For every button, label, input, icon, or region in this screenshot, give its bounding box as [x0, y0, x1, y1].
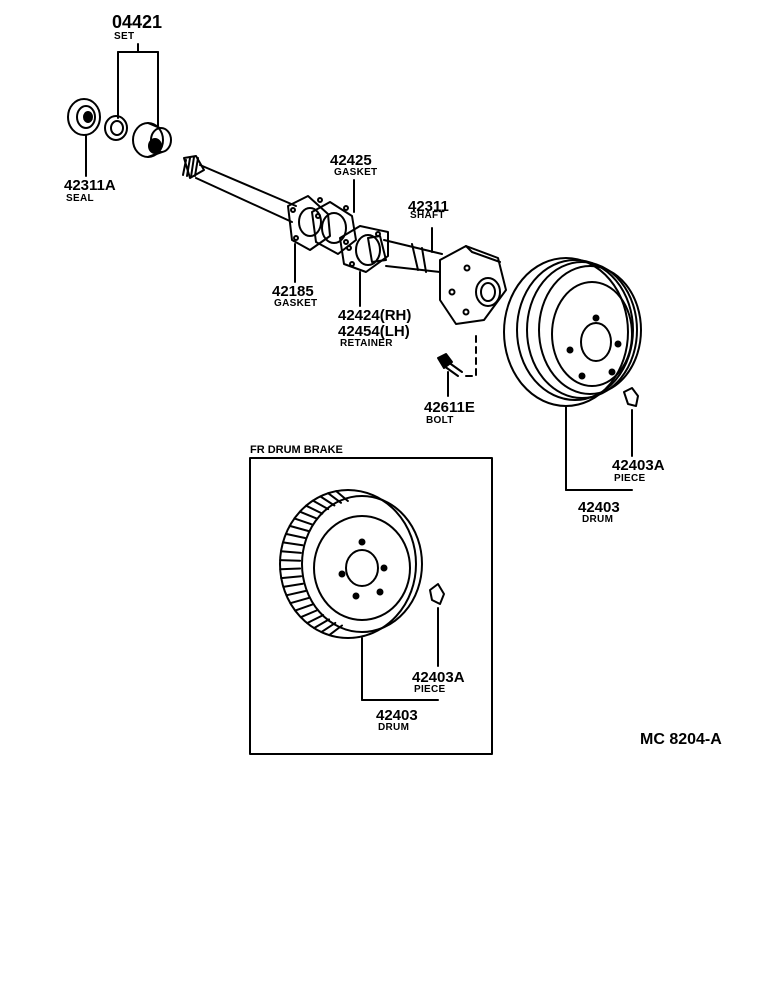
gasket-lower-part-name: GASKET: [274, 298, 318, 309]
axle-shaft: [182, 155, 297, 223]
retainer-lh-part-number: 42454(LH): [338, 323, 410, 340]
bolt-dashed-line: [461, 335, 477, 377]
rear-piece-part: [623, 387, 639, 407]
rear-brake-drum: [503, 257, 642, 491]
seal-part-number: 42311A: [64, 177, 116, 194]
rear-piece-part-name: PIECE: [614, 473, 646, 484]
inset-title: FR DRUM BRAKE: [250, 444, 343, 456]
rear-drum-part-name: DRUM: [582, 514, 614, 525]
bolt-part-name: BOLT: [426, 415, 454, 426]
shaft-part-name: SHAFT: [410, 210, 445, 221]
front-drum-inset-frame: [249, 457, 493, 755]
bolt-part: [437, 353, 463, 397]
retainer-part-name: RETAINER: [340, 338, 393, 349]
retainer-part: [339, 225, 389, 307]
diagram-code: MC 8204-A: [640, 731, 722, 748]
bearing-ring: [104, 115, 128, 141]
gasket-lower-part-number: 42185: [272, 283, 314, 300]
front-piece-part: [429, 583, 445, 605]
bolt-part-number: 42611E: [424, 399, 475, 416]
front-drum-part-name: DRUM: [378, 722, 410, 733]
front-piece-part-number: 42403A: [412, 669, 465, 686]
gasket-upper-part-name: GASKET: [334, 167, 378, 178]
set-part-number: 04421: [112, 12, 163, 32]
gasket-lower-part: [287, 195, 331, 283]
rear-piece-part-number: 42403A: [612, 457, 665, 474]
shaft-part-number: 42311: [408, 198, 449, 215]
hub-flange: [439, 245, 507, 325]
seal-part-name: SEAL: [66, 193, 94, 204]
front-piece-part-name: PIECE: [414, 684, 446, 695]
set-part-name: SET: [114, 31, 135, 42]
bearing-cup: [132, 122, 172, 158]
cooling-fins: [279, 490, 349, 637]
retainer-rh-part-number: 42424(RH): [338, 307, 412, 324]
gasket-upper-part-number: 42425: [330, 152, 372, 169]
shaft-flange-section: [367, 227, 443, 273]
gasket-upper-part: [311, 179, 357, 255]
front-brake-drum: [279, 489, 439, 701]
set-bracket: [117, 43, 159, 127]
rear-drum-part-number: 42403: [578, 499, 620, 516]
front-drum-part-number: 42403: [376, 707, 418, 724]
seal-part: [67, 98, 101, 177]
